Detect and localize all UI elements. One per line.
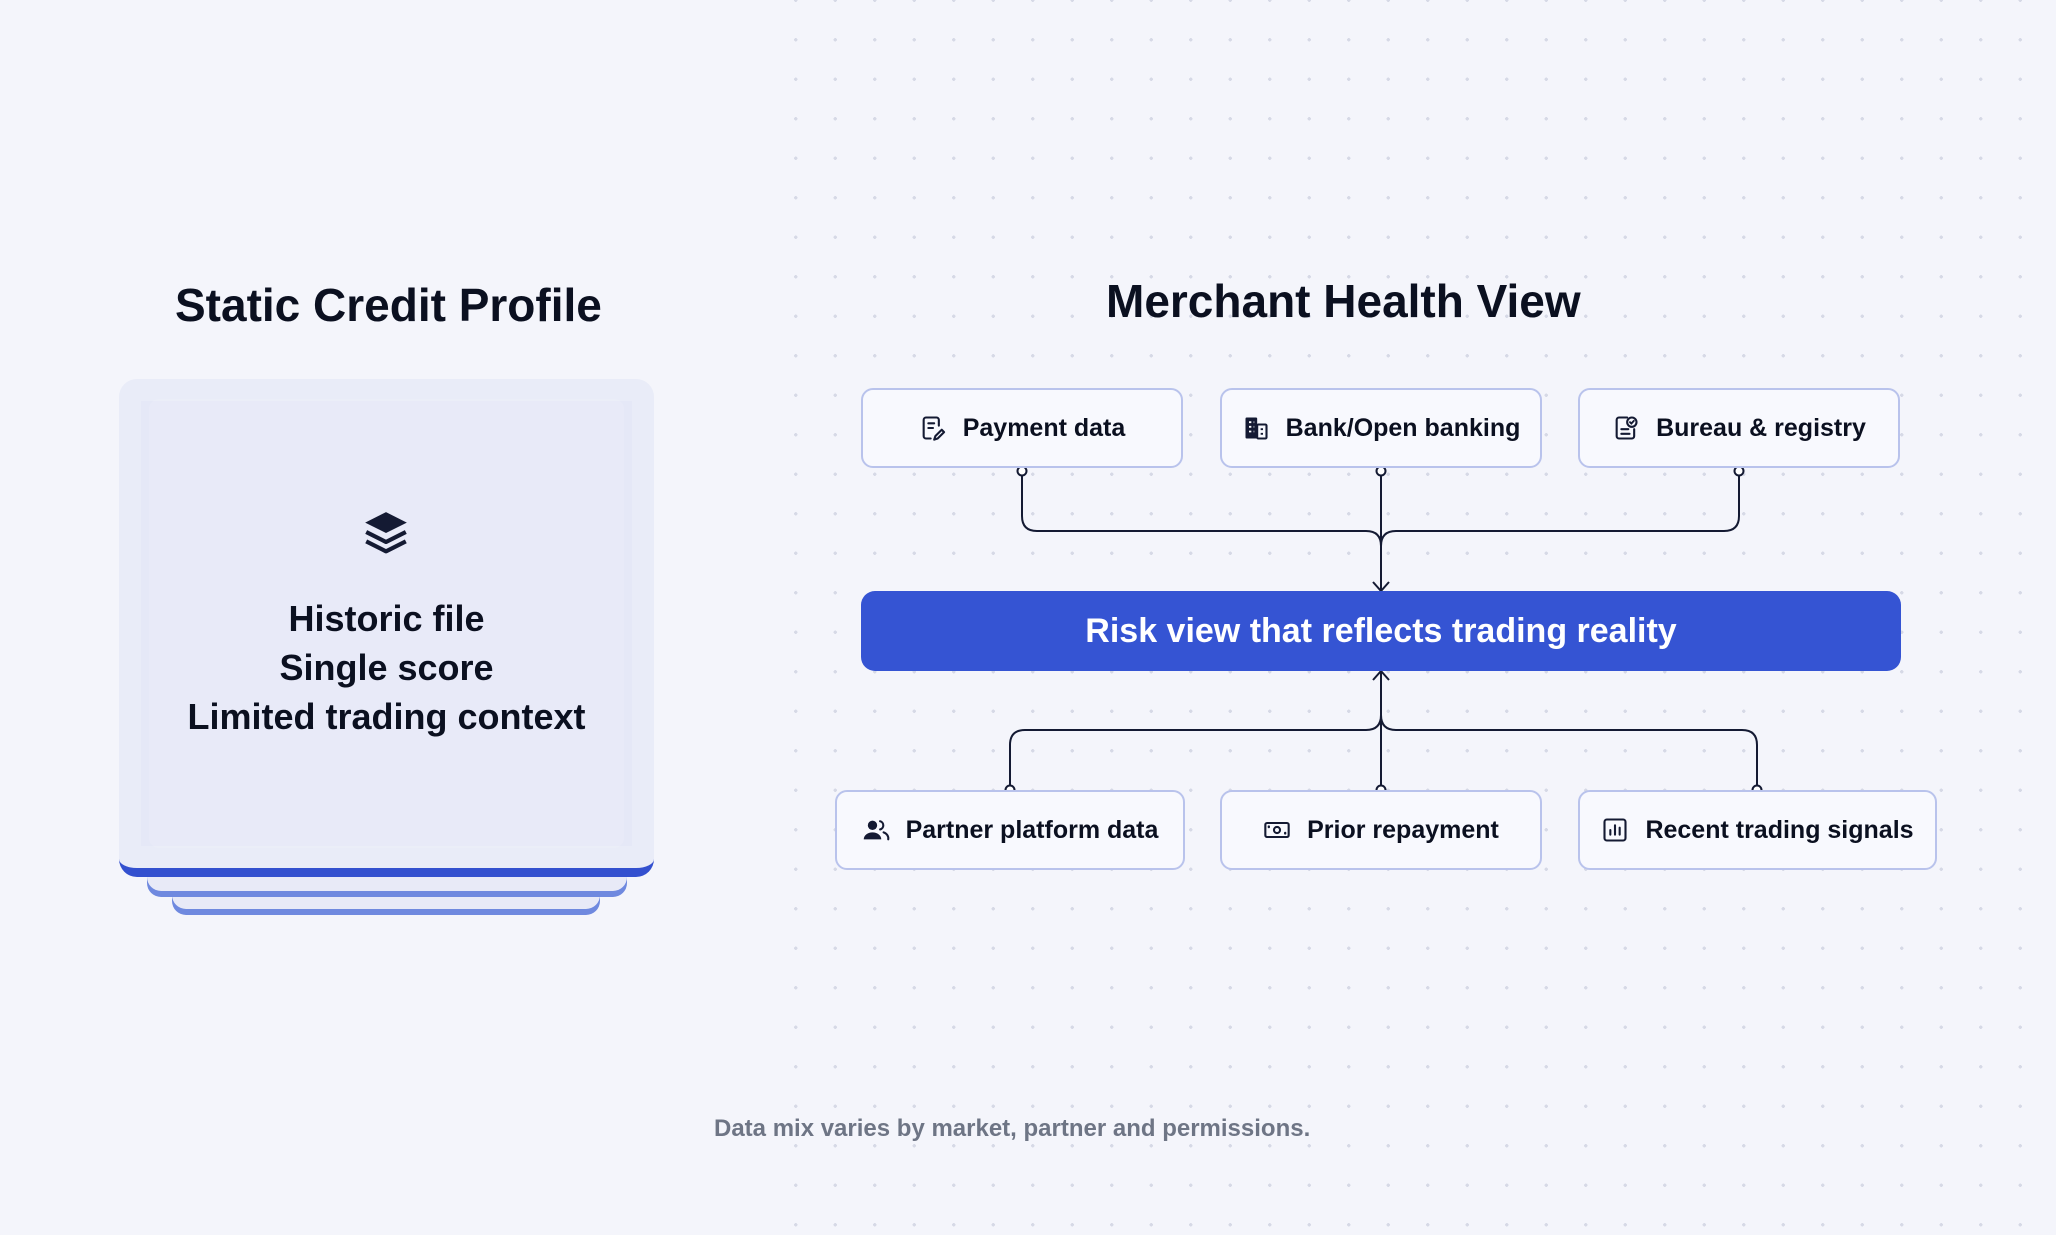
node-label: Bureau & registry: [1656, 413, 1866, 442]
node-label: Recent trading signals: [1645, 815, 1914, 844]
bar-chart-icon: [1603, 818, 1627, 842]
node-partner-platform-data: Partner platform data: [835, 790, 1185, 870]
registry-check-icon: [1615, 416, 1638, 440]
node-recent-trading-signals: Recent trading signals: [1578, 790, 1937, 870]
card-line-limited-context: Limited trading context: [187, 696, 586, 737]
card-line-single-score: Single score: [279, 647, 494, 688]
node-bureau-registry: Bureau & registry: [1578, 388, 1900, 468]
arrow-into-risk-bottom: [1372, 669, 1390, 681]
node-label: Partner platform data: [905, 815, 1159, 844]
bank-building-icon: [1245, 417, 1268, 440]
merchant-health-view-title: Merchant Health View: [1106, 275, 1581, 327]
connector-recent-signals: [1380, 714, 1758, 790]
card-text: Historic file Single score Limited tradi…: [119, 594, 654, 741]
footnote: Data mix varies by market, partner and p…: [714, 1115, 1311, 1142]
node-label: Bank/Open banking: [1285, 413, 1521, 442]
static-credit-profile-title: Static Credit Profile: [175, 279, 602, 331]
users-icon: [863, 820, 889, 841]
card-line-historic-file: Historic file: [288, 598, 485, 639]
layers-icon: [365, 512, 407, 554]
static-credit-card: [119, 379, 654, 877]
risk-view-bar: Risk view that reflects trading reality: [861, 591, 1901, 671]
node-label: Payment data: [962, 413, 1126, 442]
node-prior-repayment: Prior repayment: [1220, 790, 1542, 870]
node-payment-data: Payment data: [861, 388, 1183, 468]
connector-payment-data: [1021, 471, 1382, 590]
connector-bureau: [1380, 471, 1740, 547]
connector-partner: [1009, 672, 1382, 790]
risk-view-label: Risk view that reflects trading reality: [1085, 611, 1677, 650]
document-edit-icon: [922, 416, 945, 441]
banknote-icon: [1264, 821, 1290, 839]
node-label: Prior repayment: [1307, 815, 1499, 844]
node-bank-open-banking: Bank/Open banking: [1220, 388, 1542, 468]
